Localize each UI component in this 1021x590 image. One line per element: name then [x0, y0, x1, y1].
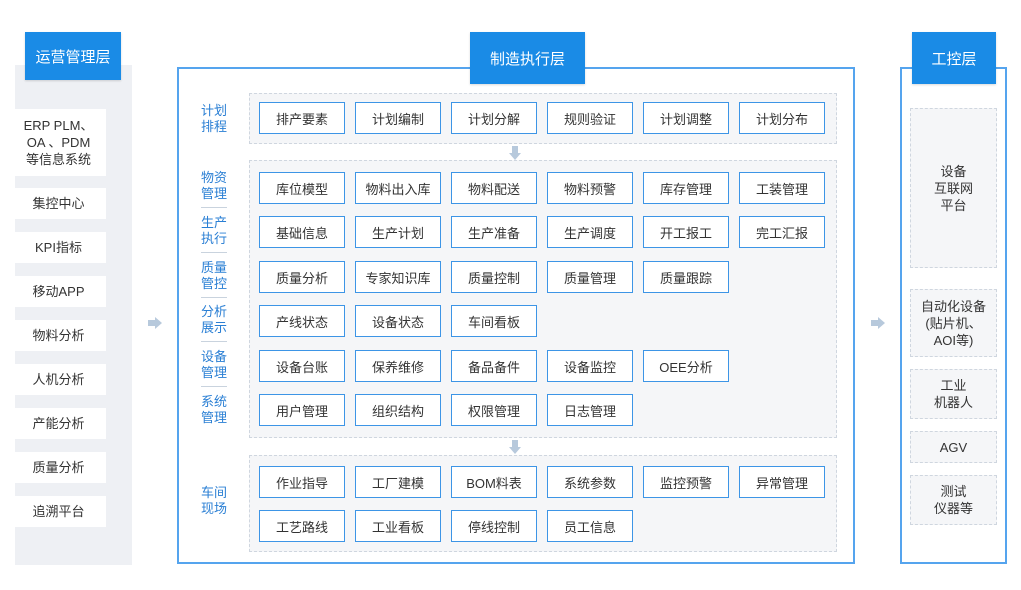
arrow-right-icon	[148, 317, 162, 329]
category-quality: 质量 管控	[200, 260, 227, 291]
module-cell: 日志管理	[547, 394, 633, 426]
module-cell: 工艺路线	[259, 510, 345, 542]
left-item-man-machine-analysis: 人机分析	[11, 364, 106, 395]
module-cell: 保养维修	[355, 350, 441, 382]
category-analysis: 分析 展示	[200, 304, 227, 335]
module-cell: 计划调整	[643, 102, 729, 134]
module-cell: 作业指导	[259, 466, 345, 498]
arrow-down-icon	[509, 146, 521, 160]
right-item-automation-equipment: 自动化设备 (贴片机、 AOI等)	[910, 289, 997, 357]
module-cell: 工业看板	[355, 510, 441, 542]
left-item-control-center: 集控中心	[11, 188, 106, 219]
module-cell: 计划编制	[355, 102, 441, 134]
module-cell: 物料出入库	[355, 172, 441, 204]
category-production: 生产 执行	[200, 215, 227, 246]
category-shopfloor: 车间 现场	[200, 485, 227, 516]
right-item-iot-platform: 设备 互联网 平台	[910, 108, 997, 268]
category-divider	[201, 341, 227, 342]
right-item-agv: AGV	[910, 431, 997, 463]
module-cell: 员工信息	[547, 510, 633, 542]
category-divider	[201, 297, 227, 298]
module-cell: 车间看板	[451, 305, 537, 337]
module-cell: 停线控制	[451, 510, 537, 542]
module-cell: 库位模型	[259, 172, 345, 204]
module-cell: 专家知识库	[355, 261, 441, 293]
module-cell: 规则验证	[547, 102, 633, 134]
module-cell: 基础信息	[259, 216, 345, 248]
left-item-material-analysis: 物料分析	[11, 320, 106, 351]
module-cell: 监控预警	[643, 466, 729, 498]
category-system: 系统 管理	[200, 394, 227, 425]
module-cell: 系统参数	[547, 466, 633, 498]
module-cell: 质量分析	[259, 261, 345, 293]
arrow-right-icon	[871, 317, 885, 329]
module-cell: 设备监控	[547, 350, 633, 382]
module-cell: 设备状态	[355, 305, 441, 337]
left-item-kpi: KPI指标	[11, 232, 106, 263]
category-divider	[201, 252, 227, 253]
left-item-capacity-analysis: 产能分析	[11, 408, 106, 439]
category-plan: 计划 排程	[200, 103, 227, 134]
module-cell: 库存管理	[643, 172, 729, 204]
category-divider	[201, 207, 227, 208]
manufacturing-layer-header: 制造执行层	[470, 32, 585, 84]
module-cell: 物料预警	[547, 172, 633, 204]
module-cell: 完工汇报	[739, 216, 825, 248]
category-divider	[201, 386, 227, 387]
module-cell: 备品备件	[451, 350, 537, 382]
industrial-control-header: 工控层	[912, 32, 996, 84]
left-item-traceability: 追溯平台	[11, 496, 106, 527]
left-item-mobile-app: 移动APP	[11, 276, 106, 307]
module-cell: 开工报工	[643, 216, 729, 248]
left-item-quality-analysis: 质量分析	[11, 452, 106, 483]
module-cell: 质量跟踪	[643, 261, 729, 293]
category-equipment: 设备 管理	[200, 349, 227, 380]
module-cell: 计划分布	[739, 102, 825, 134]
module-cell: BOM料表	[451, 466, 537, 498]
module-cell: 产线状态	[259, 305, 345, 337]
right-item-test-instruments: 测试 仪器等	[910, 475, 997, 525]
module-cell: 物料配送	[451, 172, 537, 204]
module-cell: 异常管理	[739, 466, 825, 498]
module-cell: 用户管理	[259, 394, 345, 426]
module-cell: 组织结构	[355, 394, 441, 426]
module-cell: 计划分解	[451, 102, 537, 134]
left-item-erp: ERP PLM、 OA 、PDM 等信息系统	[11, 109, 106, 176]
execution-group	[249, 160, 837, 438]
module-cell: 生产准备	[451, 216, 537, 248]
module-cell: 权限管理	[451, 394, 537, 426]
right-item-industrial-robot: 工业 机器人	[910, 369, 997, 419]
module-cell: OEE分析	[643, 350, 729, 382]
module-cell: 工装管理	[739, 172, 825, 204]
module-cell: 工厂建模	[355, 466, 441, 498]
module-cell: 质量管理	[547, 261, 633, 293]
module-cell: 设备台账	[259, 350, 345, 382]
operations-layer-header: 运营管理层	[25, 32, 121, 80]
module-cell: 质量控制	[451, 261, 537, 293]
module-cell: 生产调度	[547, 216, 633, 248]
category-material: 物资 管理	[200, 170, 227, 201]
arrow-down-icon	[509, 440, 521, 454]
module-cell: 生产计划	[355, 216, 441, 248]
module-cell: 排产要素	[259, 102, 345, 134]
